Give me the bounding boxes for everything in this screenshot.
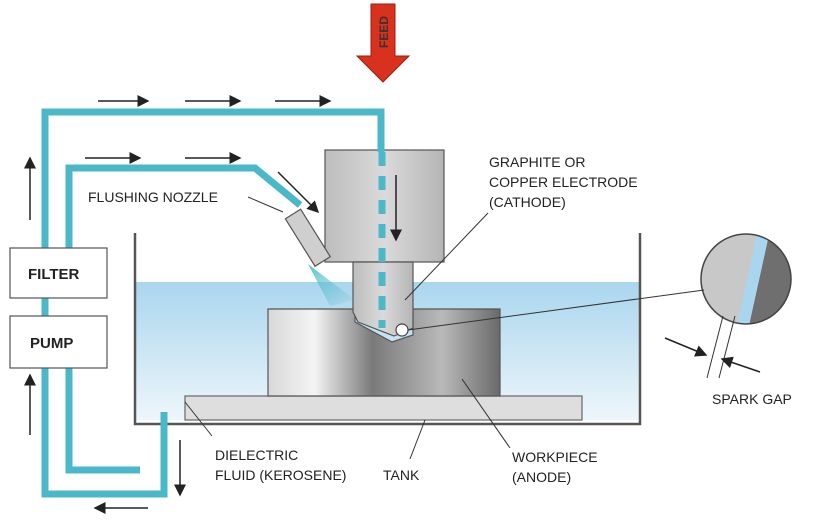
filter-box: FILTER [9, 247, 108, 299]
electrode-label-line3: (CATHODE) [489, 194, 566, 210]
flushing-nozzle-label: FLUSHING NOZZLE [88, 189, 218, 205]
filter-label: FILTER [28, 266, 80, 283]
workpiece [267, 308, 501, 397]
tank [133, 233, 642, 426]
electrode [324, 149, 445, 337]
pump-label: PUMP [30, 335, 73, 352]
spark-gap-point [395, 323, 409, 337]
dielectric-label-line2: FLUID (KEROSENE) [215, 467, 346, 483]
flow-arrows [24, 95, 332, 514]
spark-gap-magnifier [700, 233, 792, 325]
feed-arrow: FEED [355, 3, 411, 83]
tank-label: TANK [383, 467, 420, 483]
electrode-label-line1: GRAPHITE OR [489, 154, 585, 170]
flushing-nozzle [284, 208, 355, 306]
pipe-system [41, 108, 385, 498]
feed-label: FEED [377, 16, 391, 48]
workpiece-label-line2: (ANODE) [512, 469, 571, 485]
base-plate [184, 395, 583, 421]
spark-gap-arrows [664, 337, 761, 373]
spark-gap-label: SPARK GAP [712, 391, 792, 407]
electrode-label-line2: COPPER ELECTRODE [489, 174, 638, 190]
pump-box: PUMP [9, 315, 108, 369]
dielectric-label-line1: DIELECTRIC [215, 447, 298, 463]
workpiece-label-line1: WORKPIECE [512, 449, 598, 465]
